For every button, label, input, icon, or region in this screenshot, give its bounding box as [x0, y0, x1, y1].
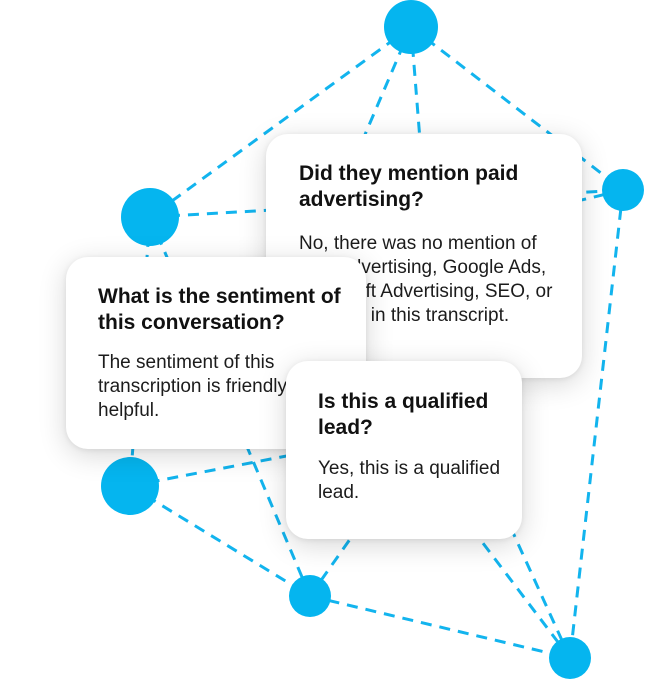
card-question: Is this a qualified lead?: [318, 390, 489, 439]
network-edge: [149, 25, 412, 219]
question-card-paid-advertising: Did they mention paid advertising? No, t…: [266, 134, 582, 378]
network-node: [384, 0, 438, 54]
card-question: Did they mention paid advertising?: [299, 162, 519, 211]
network-node: [549, 637, 591, 679]
network-edge: [410, 25, 624, 192]
network-edge: [309, 594, 571, 660]
network-node: [602, 169, 644, 211]
question-card-qualified-lead: Is this a qualified lead? Yes, this is a…: [286, 361, 522, 539]
network-node: [101, 457, 159, 515]
network-nodes: [101, 0, 644, 679]
card-question: What is the sentiment of this conversati…: [98, 285, 341, 334]
network-edge: [418, 459, 572, 659]
network-edge: [129, 484, 311, 598]
network-node: [121, 188, 179, 246]
network-edge: [148, 216, 312, 597]
network-edge: [129, 438, 371, 488]
card-answer: Yes, this is a qualified lead.: [318, 458, 501, 503]
question-card-sentiment: What is the sentiment of this conversati…: [66, 257, 366, 449]
network-node: [289, 575, 331, 617]
card-answer: The sentiment of this transcription is f…: [98, 352, 324, 421]
network-edge: [568, 189, 625, 659]
